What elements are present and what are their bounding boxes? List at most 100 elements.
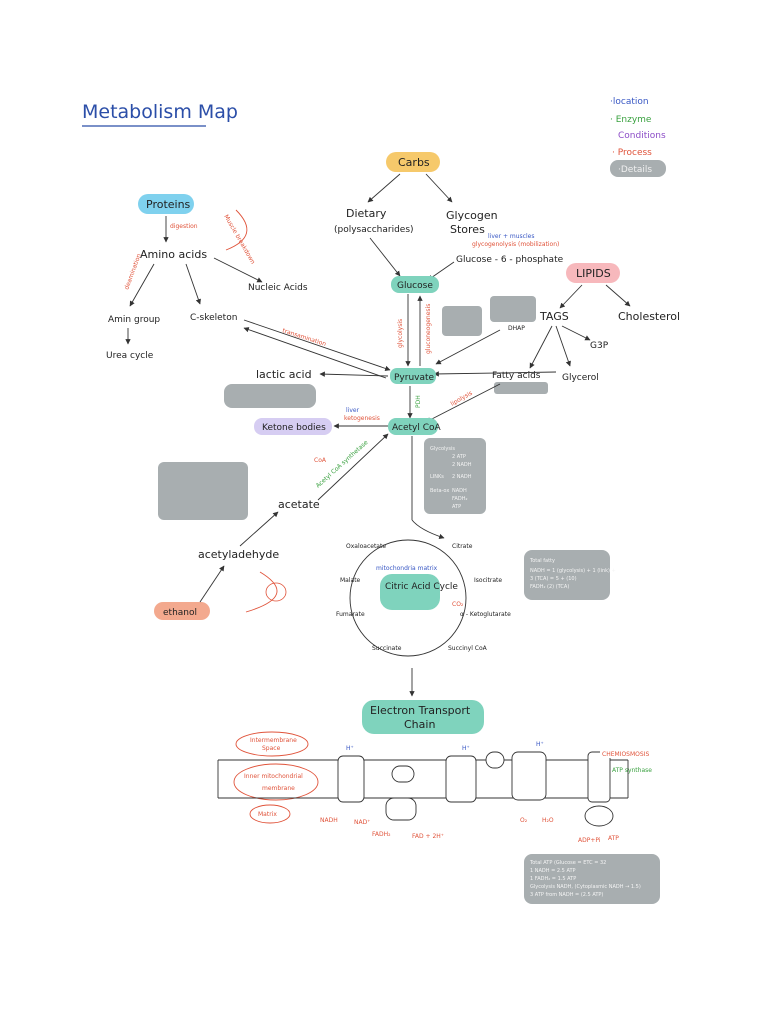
- energy-box-line-8: FADH₂: [452, 496, 467, 502]
- total-atp-box: [524, 854, 660, 904]
- nad-label: NAD⁺: [354, 819, 370, 826]
- glycerol-to-pyruvate-arrow: [433, 371, 557, 377]
- legend-details: ·Details: [618, 165, 652, 175]
- chemiosmosis-label: CHEMIOSMOSIS: [602, 751, 649, 758]
- matrix-label: Matrix: [258, 811, 277, 818]
- glycerol-label: Glycerol: [562, 373, 599, 383]
- citric-cycle-ring: [349, 539, 467, 657]
- inner-membrane-label-1: Inner mitochondrial: [244, 773, 303, 780]
- intermembrane-label-1: Intermembrane: [250, 737, 297, 744]
- ethanol-label: ethanol: [163, 608, 197, 618]
- total-fatty-line-1: NADH = 1 (glycolysis) + 1 (link) +: [530, 568, 616, 574]
- dietary-label: Dietary: [346, 207, 387, 220]
- lactic-detail-box: [224, 384, 316, 408]
- dhap-to-pyruvate-arrow: [435, 329, 501, 365]
- inner-membrane-outline: [233, 763, 319, 801]
- gluconeogenesis-detail-box: [442, 306, 482, 336]
- liver-label: liver: [346, 407, 360, 414]
- h-plus-label-3: H⁺: [536, 741, 544, 748]
- lipids-to-tags-arrow: [559, 284, 583, 309]
- atp-synthase-stalk: [587, 751, 611, 803]
- acetyl-coa-label: Acetyl CoA: [392, 423, 441, 433]
- fatty-acids-label: Fatty acids: [492, 371, 541, 381]
- energy-box-line-2: 2 ATP: [452, 454, 466, 460]
- acetate-label: acetate: [278, 498, 320, 511]
- legend-conditions: Conditions: [618, 131, 666, 141]
- total-fatty-line-2: 3 (TCA) = 5 + (10): [530, 576, 577, 582]
- complex-i: [337, 755, 365, 803]
- atp-label: ATP: [608, 835, 619, 842]
- stores-label: Stores: [450, 223, 485, 236]
- co2-label: CO₂: [452, 601, 464, 608]
- energy-box-line-9: ATP: [452, 504, 461, 510]
- fad-label: FAD + 2H⁺: [412, 833, 444, 840]
- matrix-outline: [249, 804, 291, 824]
- complex-ii: [385, 797, 417, 821]
- glycogen-label: Glycogen: [446, 209, 498, 222]
- atp-synthase-head: [584, 805, 614, 827]
- g3p-label: G3P: [590, 341, 609, 351]
- pyruvate-to-cskeleton-arrow: [243, 327, 387, 379]
- h2o-label: H₂O: [542, 817, 554, 824]
- coa-label: CoA: [314, 457, 327, 464]
- ketone-bodies-pill: [254, 418, 332, 435]
- proteins-label: Proteins: [146, 198, 191, 211]
- glycolysis-label: glycolysis: [397, 319, 404, 348]
- tags-to-glycerol-arrow: [555, 325, 571, 367]
- lipolysis-label: lipolysis: [450, 390, 474, 408]
- energy-summary-box: [424, 438, 486, 514]
- muscle-breakdown-arrow: [225, 209, 248, 251]
- lipids-to-cholesterol-arrow: [605, 284, 631, 307]
- tags-to-g3p-arrow: [561, 325, 591, 341]
- chemiosmosis-bg: [600, 748, 650, 758]
- nucleic-acids-label: Nucleic Acids: [248, 283, 308, 293]
- acetyl-coa-pill: [388, 418, 438, 435]
- acetaldehyde-label: acetyladehyde: [198, 548, 279, 561]
- acetyl-coa-synthetase-label: Acetyl CoA synthetase: [315, 439, 370, 490]
- pyruvate-pill: [390, 368, 436, 384]
- pyruvate-to-lactic-arrow: [319, 371, 389, 377]
- fadh2-label: FADH₂: [372, 831, 391, 838]
- h-plus-label-1: H⁺: [346, 745, 354, 752]
- total-atp-line-1: 1 NADH = 2.5 ATP: [530, 868, 576, 874]
- ketone-bodies-label: Ketone bodies: [262, 423, 326, 433]
- transamination-label: transamination: [281, 327, 327, 348]
- fumarate-label: Fumarate: [336, 611, 365, 618]
- alpha-kg-label: α - Ketoglutarate: [460, 611, 511, 618]
- energy-box-line-3: 2 NADH: [452, 462, 472, 468]
- gluconeogenesis-label: gluconeogenesis: [425, 304, 432, 354]
- meos-circle: [265, 582, 287, 602]
- o2-label: O₂: [520, 817, 528, 824]
- tags-to-fattyacids-arrow: [529, 325, 553, 369]
- meos-arrow: [245, 571, 278, 613]
- energy-box-line-6: Beta-ox: [430, 488, 449, 494]
- energy-box-line-1: Glycolysis: [430, 446, 455, 452]
- ubiquinone: [391, 765, 415, 783]
- total-atp-line-2: 1 FADH₂ = 1.5 ATP: [530, 876, 576, 882]
- legend-details-box: [610, 160, 666, 177]
- succinyl-coa-label: Succinyl CoA: [448, 645, 488, 652]
- malate-label: Malate: [340, 577, 361, 584]
- pdh-label: PDH: [415, 395, 422, 408]
- dhap-label: DHAP: [508, 325, 525, 332]
- acetaldehyde-to-acetate-arrow: [239, 511, 279, 547]
- fatty-acids-detail-box: [494, 382, 548, 394]
- acetylcoa-to-citrate-arrow: [411, 519, 445, 540]
- c-skeleton-label: C-skeleton: [190, 313, 237, 323]
- total-fatty-title: Total fatty: [529, 558, 555, 564]
- urea-cycle-label: Urea cycle: [106, 351, 154, 361]
- amino-to-amine-arrow: [129, 263, 155, 307]
- glycogenolysis-label: glycogenolysis (mobilization): [472, 241, 559, 248]
- liver-muscles-label: liver + muscles: [488, 233, 534, 240]
- ethanol-pill: [154, 602, 210, 620]
- amino-to-nucleic-arrow: [213, 257, 263, 283]
- page-title: Metabolism Map: [82, 101, 238, 123]
- carbs-pill: [386, 152, 440, 172]
- glucose-pill: [391, 276, 439, 293]
- total-atp-line-3: Glycolysis NADH, (Cytoplasmic NADH → 1.5…: [530, 884, 641, 890]
- legend-process: · Process: [612, 148, 652, 158]
- etc-label-line1: Electron Transport: [370, 704, 471, 717]
- cholesterol-label: Cholesterol: [618, 310, 680, 323]
- succinate-label: Succinate: [372, 645, 402, 652]
